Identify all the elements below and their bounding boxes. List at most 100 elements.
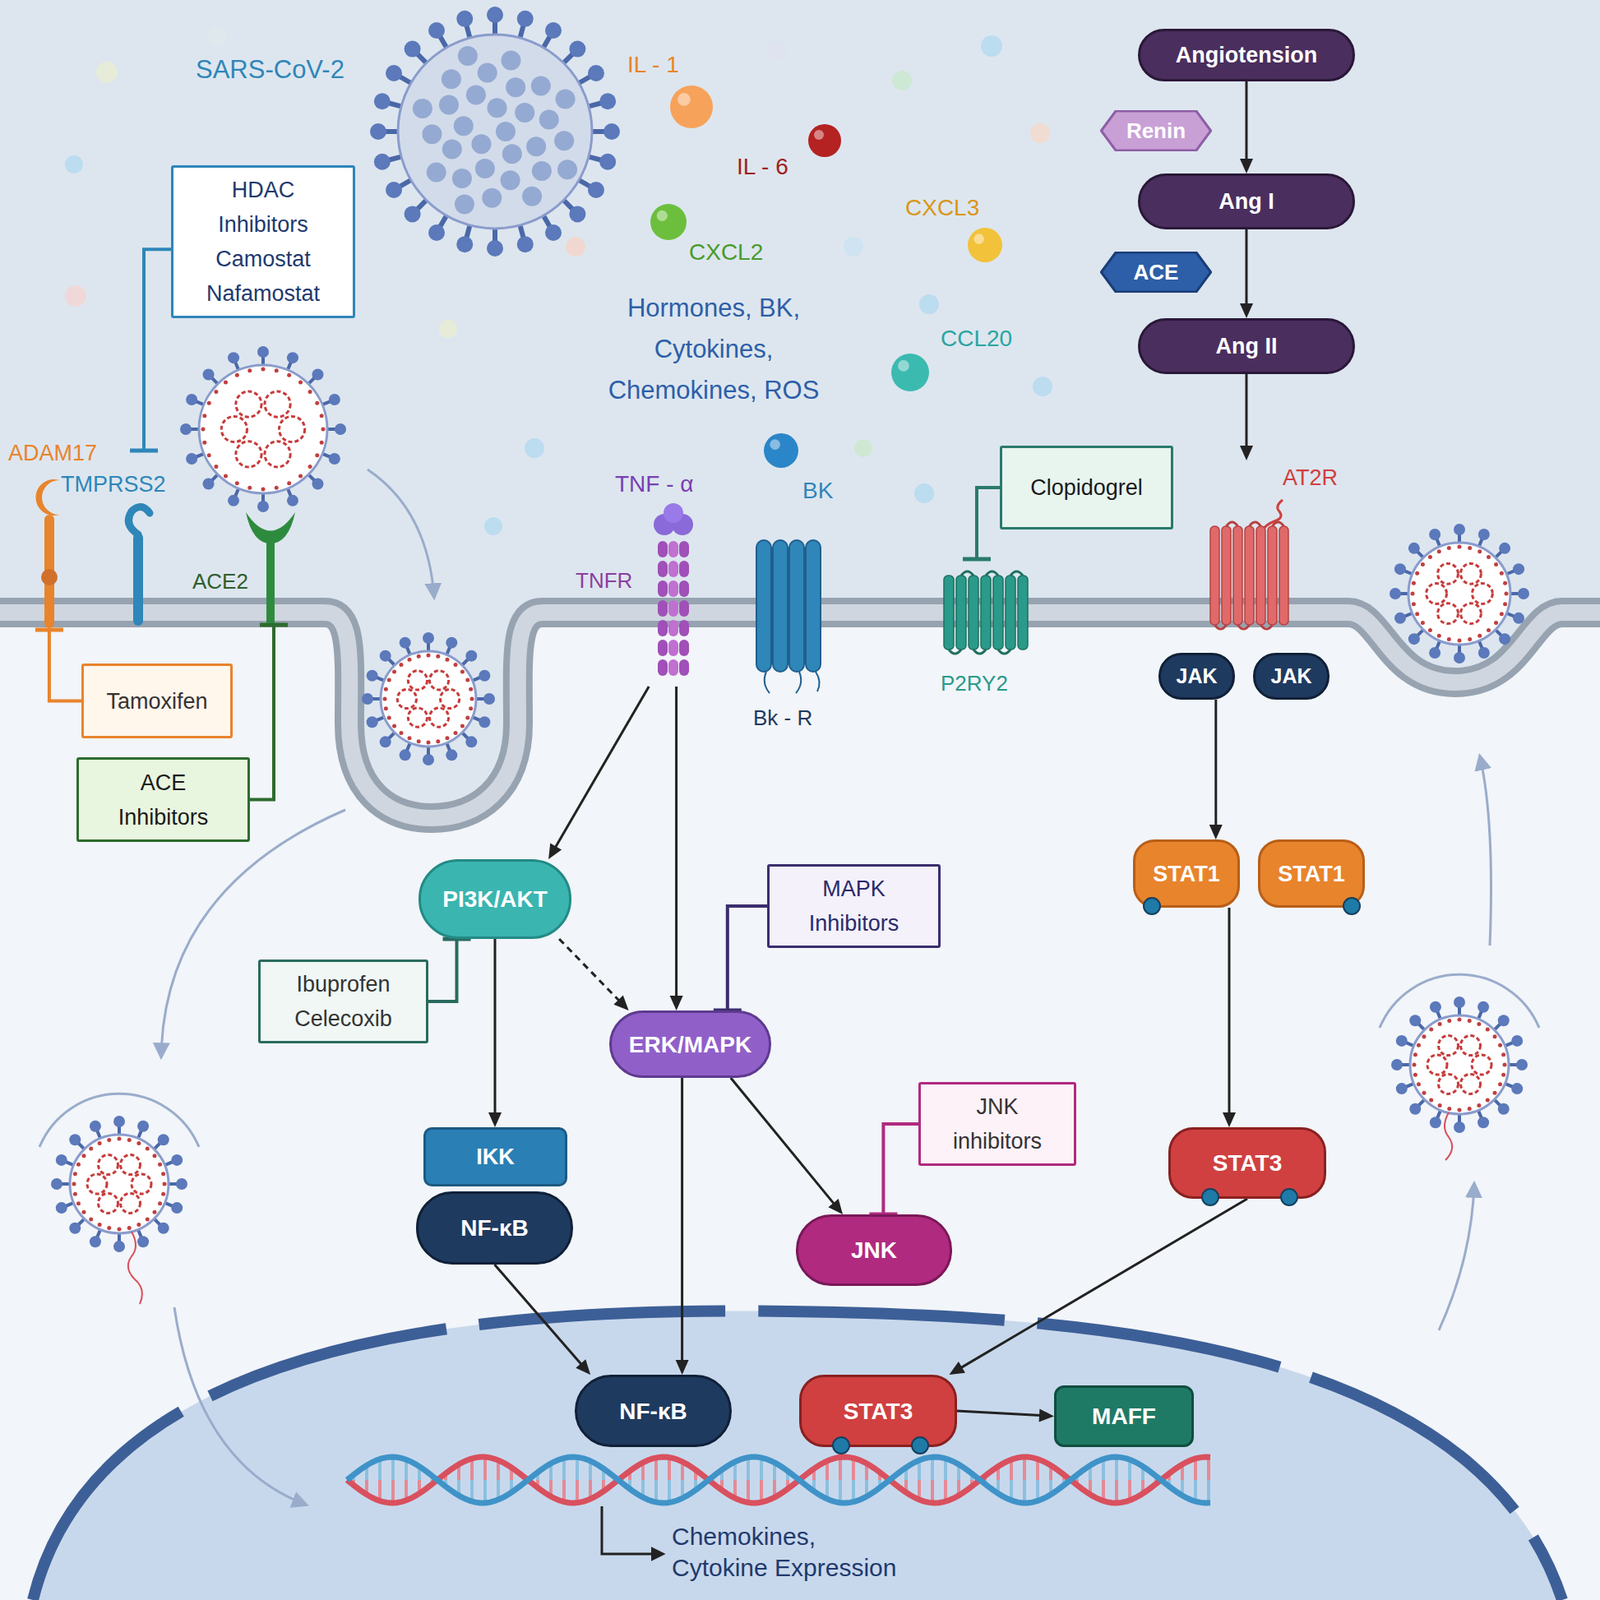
- hexagon-outline: [1100, 110, 1211, 151]
- rna-coil: [87, 1174, 107, 1194]
- pathway-node: Angiotension: [1137, 28, 1355, 82]
- pathway-node: IKK: [423, 1127, 568, 1187]
- spike-head: [1517, 587, 1530, 600]
- label-text: BK: [802, 476, 833, 505]
- envelope-dot: [1467, 1018, 1472, 1023]
- rna-coil: [264, 441, 291, 468]
- connector-line: [976, 487, 1000, 560]
- expression-arrow: [601, 1506, 663, 1554]
- connector-line: [143, 249, 172, 451]
- node-text: ADAM17: [8, 439, 98, 468]
- node-text: Clopidogrel: [1030, 473, 1143, 502]
- envelope-dot: [1493, 562, 1499, 567]
- spike-head: [517, 10, 534, 28]
- pathway-node: MAFF: [1054, 1385, 1194, 1448]
- spike-head: [203, 477, 215, 490]
- spike-head: [1394, 612, 1406, 625]
- helix: [1005, 575, 1016, 650]
- spike-head: [1512, 612, 1525, 625]
- nuclear-envelope: [32, 1311, 1563, 1600]
- viral-rna: [128, 1231, 143, 1305]
- envelope-dot: [444, 657, 449, 662]
- receptor: ADAM17: [6, 437, 122, 630]
- label-text: TNF - α: [615, 470, 694, 499]
- envelope-dot: [1499, 571, 1504, 576]
- spike-head: [257, 500, 269, 513]
- receptor-domain: [679, 619, 690, 637]
- pathway-node: ERK/MAPK: [609, 1010, 772, 1078]
- node-text: Bk - R: [753, 704, 813, 732]
- envelope-dot: [162, 1182, 167, 1187]
- rna-coil: [1438, 1073, 1459, 1094]
- envelope-dot: [465, 678, 470, 683]
- spike-head: [366, 716, 379, 728]
- envelope-dot: [1413, 1052, 1418, 1057]
- spike-head: [1428, 647, 1441, 659]
- receptor-domain: [657, 659, 668, 676]
- receptor-domain: [679, 639, 690, 657]
- base-pair: [1114, 1456, 1119, 1480]
- envelope-dot: [298, 474, 303, 479]
- receptor-drawing: [6, 437, 122, 630]
- envelope-dot: [1457, 1108, 1462, 1113]
- receptor-domain: [657, 541, 668, 558]
- spike-head: [379, 735, 392, 748]
- node-text: TMPRSS2: [60, 470, 167, 499]
- spike-head: [483, 693, 495, 705]
- envelope-dot: [161, 1171, 166, 1176]
- envelope-dot: [1412, 1063, 1417, 1068]
- node-text: STAT3: [1212, 1148, 1283, 1178]
- ball-highlight: [656, 210, 668, 222]
- virus-envelope: [380, 651, 477, 747]
- node-text: JNK: [850, 1235, 898, 1265]
- arrow-head: [675, 1359, 690, 1375]
- helix: [1267, 526, 1277, 625]
- node-text: STAT1: [1152, 860, 1221, 888]
- pathway-node: Ang I: [1137, 173, 1355, 230]
- envelope-dot: [207, 401, 212, 406]
- rna-coil: [407, 670, 427, 690]
- envelope-dot: [76, 1201, 81, 1206]
- channel-subunit: [805, 540, 821, 672]
- spike-head: [55, 1202, 68, 1214]
- surface-protein: [522, 186, 542, 207]
- surface-protein: [500, 170, 521, 190]
- cytokine-ball: [64, 155, 84, 174]
- node-text: JNK inhibitors: [939, 1089, 1055, 1159]
- surface-protein: [441, 69, 462, 89]
- envelope-dot: [1477, 633, 1482, 639]
- envelope-dot: [202, 440, 207, 445]
- hexagon-outline: [1100, 252, 1211, 292]
- ball-highlight: [973, 233, 985, 245]
- envelope-dot: [286, 373, 292, 378]
- envelope-dot: [1421, 1034, 1426, 1039]
- extracellular-space: [0, 0, 1600, 819]
- envelope-dot: [398, 730, 403, 736]
- spike-head: [157, 1133, 170, 1146]
- spike-head: [1389, 587, 1402, 600]
- envelope-dot: [223, 474, 228, 479]
- receptor: Bk - R: [749, 530, 842, 740]
- traffic-arrow: [1438, 1183, 1475, 1331]
- spike-head: [1477, 1001, 1490, 1013]
- envelope-dot: [1411, 601, 1416, 606]
- envelope-dot: [207, 453, 212, 458]
- node-text: JAK: [1175, 663, 1217, 690]
- cytokine-ball: [1032, 376, 1053, 397]
- envelope-dot: [235, 373, 240, 378]
- dna-strand: [346, 1456, 1211, 1503]
- receptor: ACE2: [190, 505, 298, 625]
- base-pair: [1206, 1479, 1211, 1503]
- cytokine-ball: [767, 41, 787, 61]
- envelope-dot: [1501, 1072, 1506, 1078]
- inhibition-connector: [129, 249, 172, 451]
- envelope-dot: [247, 485, 252, 491]
- base-pair: [838, 1479, 842, 1503]
- node-text: ERK/MAPK: [628, 1030, 752, 1059]
- ball-highlight: [813, 129, 824, 140]
- node-text: STAT1: [1277, 860, 1346, 888]
- connector-line: [1245, 374, 1249, 448]
- arrow-head: [1222, 1112, 1236, 1128]
- activation-connector: [548, 686, 649, 860]
